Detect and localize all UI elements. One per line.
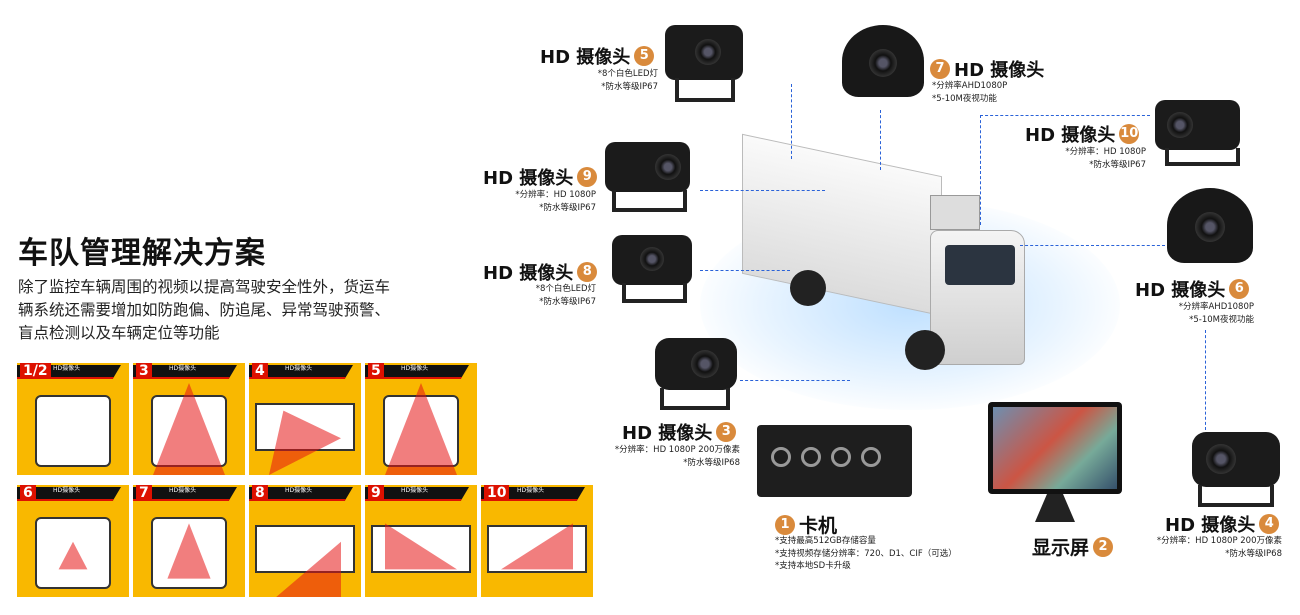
tile-caption: HD摄像头 [285, 487, 313, 494]
spec-line: *支持视频存储分辨率：720、D1、CIF（可选） [775, 548, 957, 559]
camera-label: HD 摄像头 [1025, 125, 1116, 146]
number-badge: 2 [1093, 536, 1114, 557]
spec-line: *8个白色LED灯 [535, 284, 596, 294]
tile-caption: HD摄像头 [517, 487, 545, 494]
camera-image [655, 338, 737, 390]
tile-3: 3 HD摄像头 [133, 363, 245, 475]
wheel [790, 270, 826, 306]
dome-camera-image [842, 25, 924, 97]
monitor-image [988, 402, 1122, 494]
tile-caption: HD摄像头 [401, 487, 429, 494]
camera-label: HD 摄像头 [483, 168, 574, 189]
camera-label: HD 摄像头 [1165, 515, 1256, 536]
camera-label: HD 摄像头 [1135, 280, 1226, 301]
camera-image [1155, 100, 1240, 150]
connector-line [980, 115, 981, 225]
connector-line [700, 190, 825, 191]
tile-number: 8 [252, 485, 268, 501]
description: 除了监控车辆周围的视频以提高驾驶安全性外，货运车辆系统还需要增加如防跑偏、防追尾… [18, 278, 391, 342]
spec-line: *防水等级IP67 [539, 296, 596, 307]
connector-line [880, 110, 881, 170]
connector-line [980, 115, 1150, 116]
tile-caption: HD摄像头 [53, 487, 81, 494]
spec-line: *防水等级IP67 [601, 81, 658, 92]
spec-line: *分辨率：HD 1080P 200万像素 [1156, 536, 1282, 546]
camera-image [665, 25, 743, 80]
camera-label: HD 摄像头 [622, 423, 713, 444]
tile-caption: HD摄像头 [401, 365, 429, 372]
number-badge: 8 [577, 262, 598, 282]
tile-number: 6 [20, 485, 36, 501]
tile-7: 7 HD摄像头 [133, 485, 245, 597]
tile-5: 5 HD摄像头 [365, 363, 477, 475]
number-badge: 7 [930, 59, 950, 79]
number-badge: 10 [1119, 124, 1140, 144]
connector-line [791, 84, 792, 159]
mount-bracket [675, 78, 735, 102]
spec-line: *分辨率：HD 1080P [515, 190, 596, 200]
tile-number: 7 [136, 485, 152, 501]
number-badge: 4 [1259, 514, 1280, 534]
spec-line: *支持最高512GB存储容量 [775, 536, 876, 546]
tile-number: 9 [368, 485, 384, 501]
number-badge: 9 [577, 167, 598, 187]
monitor-label: 显示屏 [1032, 537, 1090, 559]
spec-line: *支持本地SD卡升级 [775, 561, 851, 571]
spec-line: *分辨率：HD 1080P [1065, 147, 1146, 157]
dvr-image [757, 425, 912, 497]
spec-line: *5-10M夜视功能 [1189, 314, 1254, 325]
spec-line: *分辨率AHD1080P [1178, 302, 1254, 312]
spec-line: *防水等级IP68 [683, 457, 740, 468]
spec-line: *8个白色LED灯 [597, 69, 658, 79]
connector-line [1020, 245, 1165, 246]
spec-line: *分辨率AHD1080P [932, 81, 1008, 91]
spec-line: *分辨率：HD 1080P 200万像素 [614, 445, 740, 455]
page-title: 车队管理解决方案 [18, 236, 266, 271]
tile-10: 10 HD摄像头 [481, 485, 593, 597]
camera-label: HD 摄像头 [483, 263, 574, 284]
tile-number: 1/2 [20, 363, 51, 379]
tile-4: 4 HD摄像头 [249, 363, 361, 475]
tile-number: 5 [368, 363, 384, 379]
mount-bracket [622, 283, 687, 303]
number-badge: 5 [634, 46, 655, 66]
tile-caption: HD摄像头 [285, 365, 313, 372]
tile-number: 4 [252, 363, 268, 379]
mount-bracket [660, 388, 730, 410]
windshield [945, 245, 1015, 285]
dome-camera-image [1167, 188, 1253, 263]
camera-image [605, 142, 690, 192]
connector-line [1205, 330, 1206, 430]
camera-label: HD 摄像头 [954, 60, 1045, 81]
spec-line: *防水等级IP68 [1225, 548, 1282, 559]
camera-image [1192, 432, 1280, 487]
camera-image [612, 235, 692, 285]
spec-line: *防水等级IP67 [539, 202, 596, 213]
mount-bracket [1165, 148, 1240, 166]
tile-caption: HD摄像头 [53, 365, 81, 372]
connector-line [740, 380, 850, 381]
number-badge: 6 [1229, 279, 1250, 299]
mount-bracket [1198, 485, 1274, 507]
connector-line [700, 270, 790, 271]
tile-number: 3 [136, 363, 152, 379]
spec-line: *防水等级IP67 [1089, 159, 1146, 170]
number-badge: 3 [716, 422, 737, 442]
camera-label: HD 摄像头 [540, 47, 631, 68]
tile-number: 10 [484, 485, 510, 501]
dvr-label: 卡机 [799, 515, 838, 537]
wheel [905, 330, 945, 370]
tile-caption: HD摄像头 [169, 365, 197, 372]
refrigeration-unit [930, 195, 980, 230]
number-badge: 1 [775, 514, 795, 535]
monitor-stand [1035, 494, 1075, 522]
tile-6: 6 HD摄像头 [17, 485, 129, 597]
spec-line: *5-10M夜视功能 [932, 93, 997, 104]
tile-8: 8 HD摄像头 [249, 485, 361, 597]
tile-caption: HD摄像头 [169, 487, 197, 494]
mount-bracket [612, 190, 687, 212]
tile-9: 9 HD摄像头 [365, 485, 477, 597]
